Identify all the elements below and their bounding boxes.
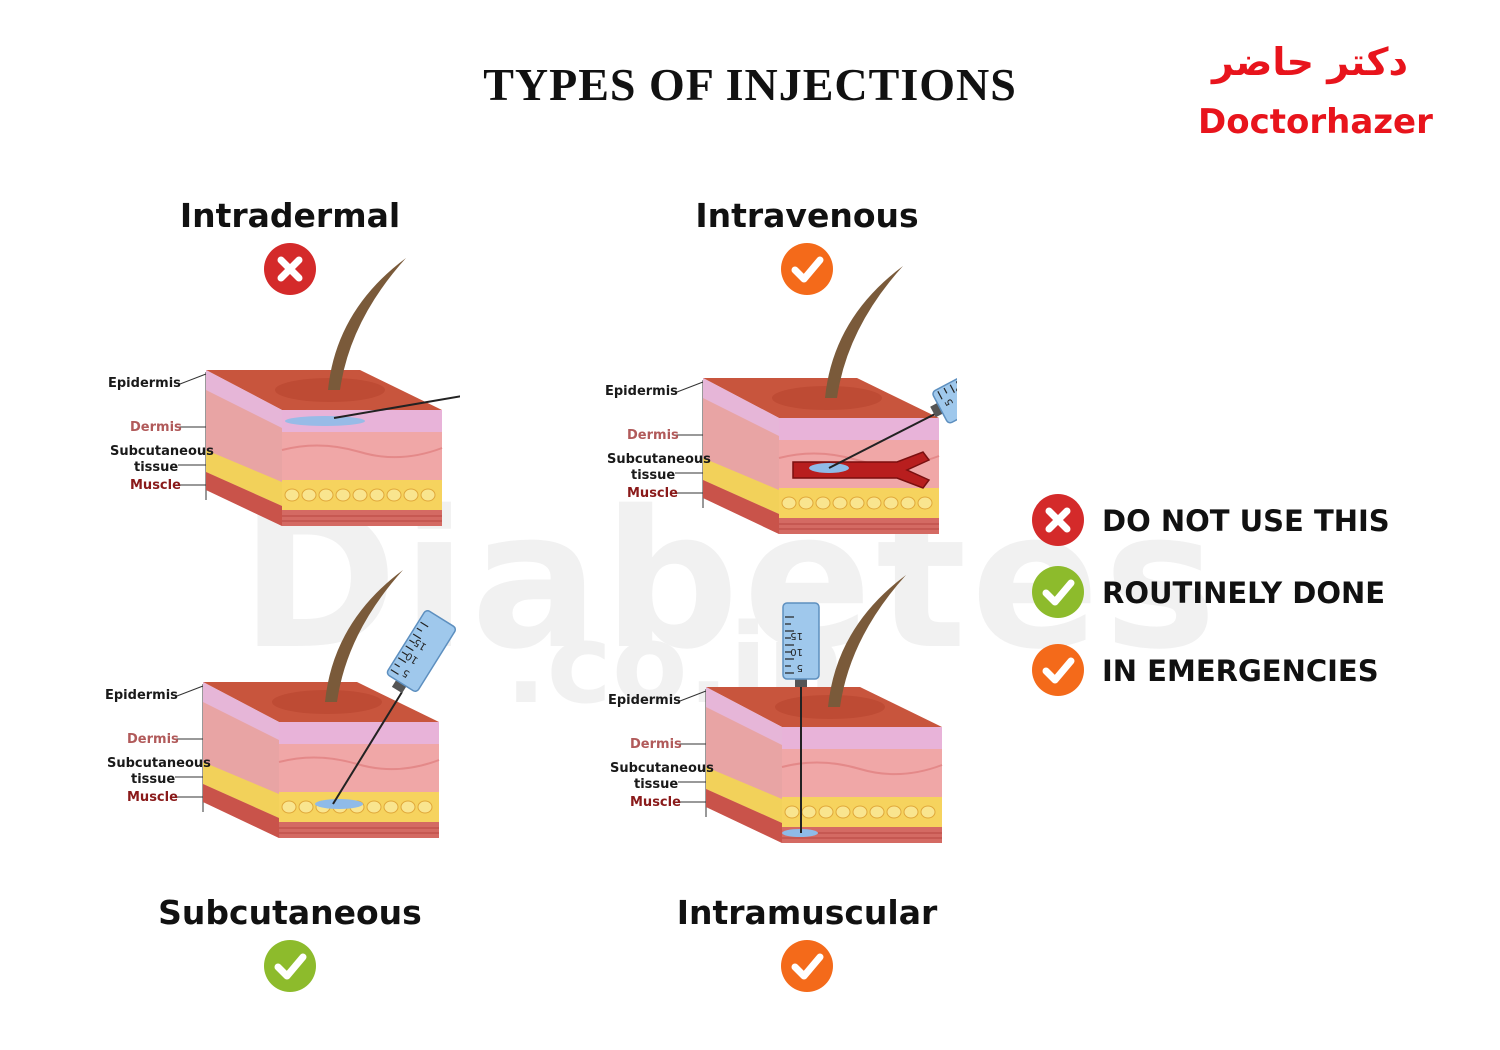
label-subcutaneous: Subcutaneous [110, 444, 214, 459]
label-dermis: Dermis [127, 732, 179, 747]
label-dermis: Dermis [627, 428, 679, 443]
check-icon [781, 940, 833, 992]
check-icon [264, 940, 316, 992]
label-muscle: Muscle [630, 795, 681, 810]
label-epidermis: Epidermis [605, 384, 678, 399]
label-dermis: Dermis [130, 420, 182, 435]
label-tissue: tissue [631, 468, 676, 483]
label-muscle: Muscle [127, 790, 178, 805]
svg-text:5: 5 [943, 396, 956, 407]
check-icon [1032, 644, 1084, 696]
panel-title-subcutaneous: Subcutaneous [158, 893, 422, 932]
panel-title-intramuscular: Intramuscular [676, 893, 938, 932]
svg-text:5: 5 [401, 666, 412, 679]
label-muscle: Muscle [130, 478, 181, 493]
svg-text:5: 5 [797, 662, 803, 673]
legend-label: DO NOT USE THIS [1102, 504, 1390, 538]
check-icon [1032, 566, 1084, 618]
legend-label: ROUTINELY DONE [1102, 576, 1386, 610]
cross-icon [264, 243, 316, 295]
label-tissue: tissue [634, 777, 679, 792]
label-subcutaneous: Subcutaneous [107, 756, 211, 771]
label-muscle: Muscle [627, 486, 678, 501]
label-epidermis: Epidermis [105, 688, 178, 703]
skin-block-illustration: 5 10 15 [600, 567, 960, 872]
check-icon [781, 243, 833, 295]
svg-text:15: 15 [790, 630, 803, 641]
diagram-intramuscular: 5 10 15 Epidermis Dermis Subcutaneous tiss… [600, 567, 960, 872]
label-subcutaneous: Subcutaneous [607, 452, 711, 467]
panel-title-intravenous: Intravenous [695, 196, 919, 235]
label-tissue: tissue [131, 772, 176, 787]
svg-text:10: 10 [790, 646, 803, 657]
brand-english: Doctorhazer [1198, 102, 1433, 142]
page-title: TYPES OF INJECTIONS [483, 59, 1017, 110]
brand-persian: دکتر حاضر [1212, 40, 1408, 84]
panel-title-intradermal: Intradermal [179, 196, 401, 235]
label-epidermis: Epidermis [108, 376, 181, 391]
label-subcutaneous: Subcutaneous [610, 761, 714, 776]
label-dermis: Dermis [630, 737, 682, 752]
label-tissue: tissue [134, 460, 179, 475]
label-epidermis: Epidermis [608, 693, 681, 708]
legend-label: IN EMERGENCIES [1102, 654, 1379, 688]
cross-icon [1032, 494, 1084, 546]
